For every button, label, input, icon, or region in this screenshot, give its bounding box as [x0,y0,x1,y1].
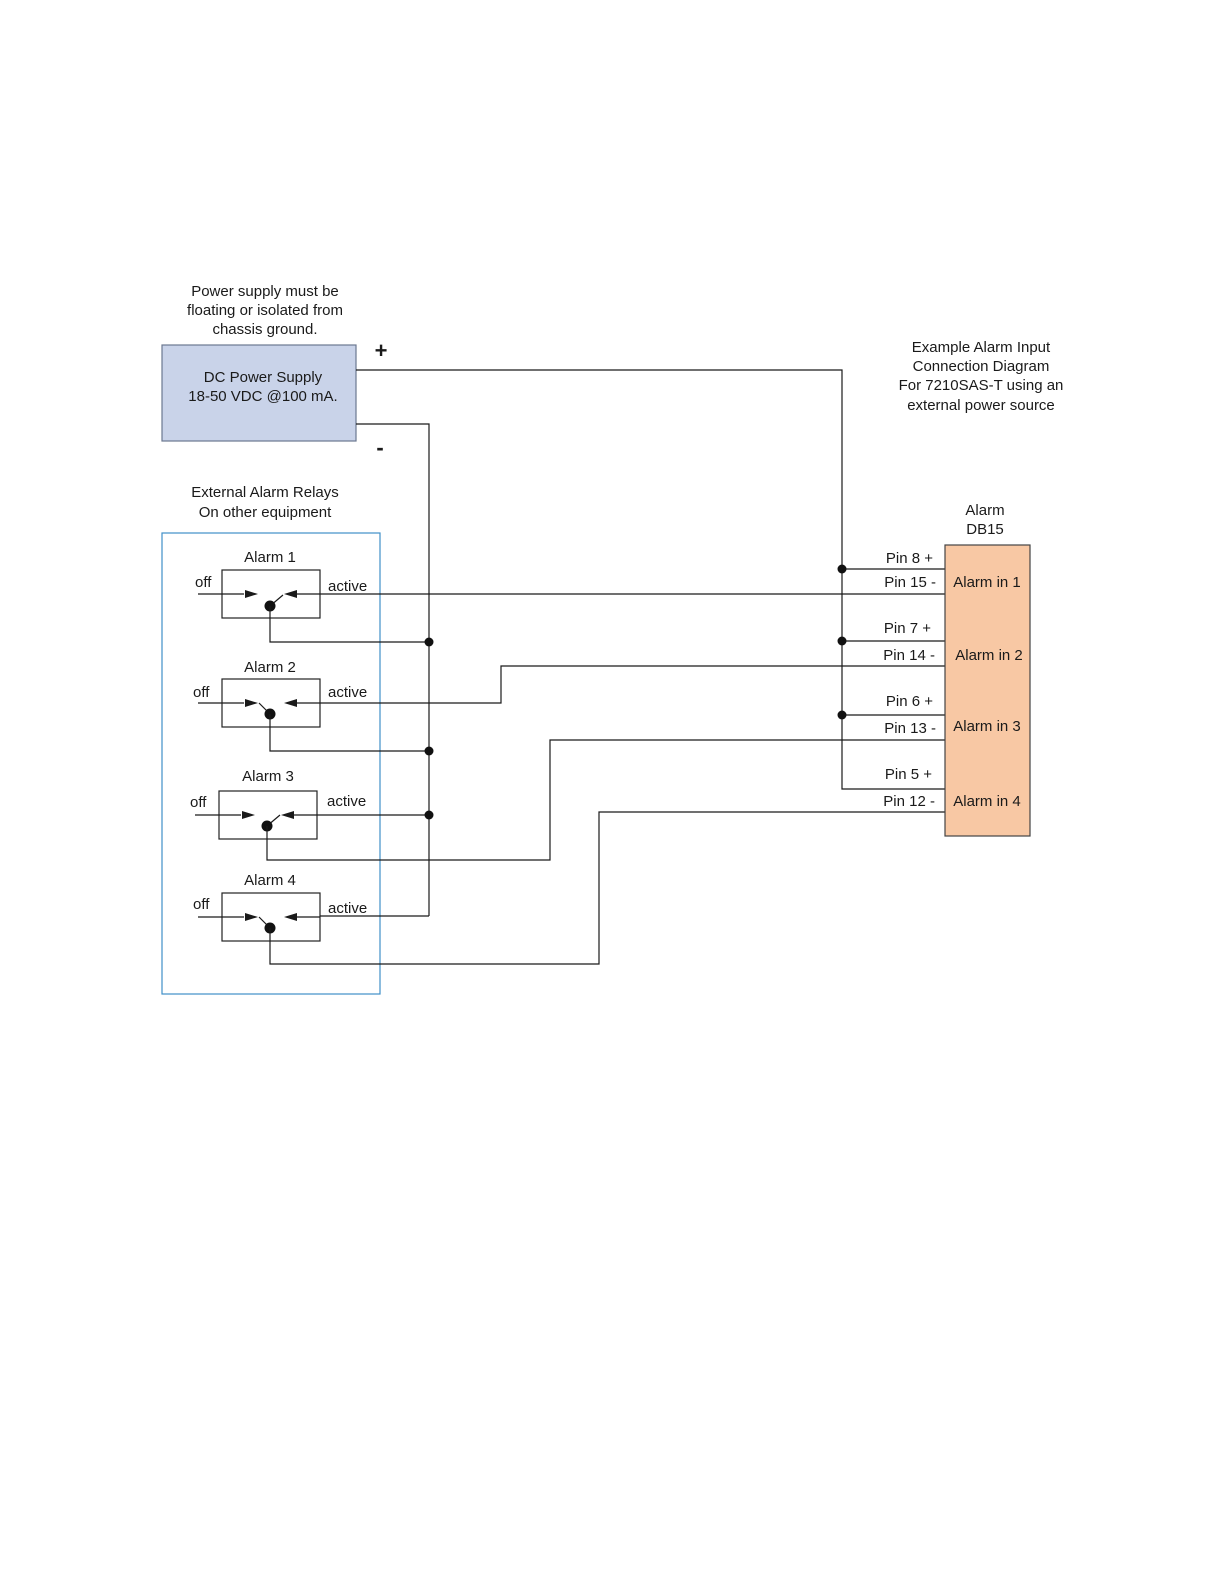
relay-alarm-4: Alarm 4 off active [193,872,367,942]
pin-plus-label: Pin 6 + [886,693,933,710]
db15-input-2: Pin 7 + Pin 14 - Alarm in 2 [883,620,1022,664]
pin-minus-label: Pin 14 - [883,647,935,664]
power-note-line-3: chassis ground. [212,321,317,338]
relay-active-label: active [328,900,367,917]
db15-input-1: Pin 8 + Pin 15 - Alarm in 1 [884,550,1020,591]
wiring [266,369,945,965]
connector-title-line-1: Alarm [965,502,1004,519]
off-contact-arrow-icon [245,699,258,707]
example-note-line-4: external power source [907,397,1055,414]
relay-off-label: off [195,574,212,591]
active-contact-arrow-icon [284,590,297,598]
example-note: Example Alarm Input Connection Diagram F… [899,339,1064,414]
power-note-line-1: Power supply must be [191,283,339,300]
active-contact-arrow-icon [281,811,294,819]
negative-supply-wire [356,423,430,916]
relay-name: Alarm 3 [242,768,294,785]
relay-off-label: off [193,896,210,913]
db15-input-4: Pin 5 + Pin 12 - Alarm in 4 [883,766,1020,810]
power-supply-note: Power supply must be floating or isolate… [187,283,343,338]
pin-minus-label: Pin 13 - [884,720,936,737]
junction-dot-icon [837,636,847,646]
db15-connector-box [944,544,1031,837]
relay-name: Alarm 2 [244,659,296,676]
example-note-line-1: Example Alarm Input [912,339,1051,356]
relays-title-line-1: External Alarm Relays [191,484,339,501]
external-alarm-relays-frame [161,532,381,995]
off-contact-arrow-icon [242,811,255,819]
alarm-3-signal-wire [266,739,945,861]
relay-off-label: off [190,794,207,811]
junction-dot-icon [837,564,847,574]
relay-alarm-1: Alarm 1 off active [195,549,367,619]
minus-terminal-label: - [376,435,383,460]
relays-title-line-2: On other equipment [199,504,332,521]
junction-dot-icon [424,746,434,756]
alarm-4-signal-wire [269,811,945,965]
relay-name: Alarm 1 [244,549,296,566]
off-contact-arrow-icon [245,913,258,921]
pin-minus-label: Pin 15 - [884,574,936,591]
active-contact-arrow-icon [284,699,297,707]
plus-terminal-label: + [375,338,388,363]
relay-active-label: active [327,793,366,810]
alarm-input-label: Alarm in 2 [955,647,1023,664]
pin-plus-label: Pin 8 + [886,550,933,567]
pin-minus-label: Pin 12 - [883,793,935,810]
connector-title-line-2: DB15 [966,521,1004,538]
junction-dot-icon [837,710,847,720]
pin-plus-label: Pin 5 + [885,766,932,783]
db15-input-3: Pin 6 + Pin 13 - Alarm in 3 [884,693,1020,737]
pin-plus-label: Pin 7 + [884,620,931,637]
alarm-2-signal-wire [320,665,945,704]
dc-power-supply-box [161,344,357,442]
relay-alarm-3: Alarm 3 off active [190,768,366,840]
relay-name: Alarm 4 [244,872,296,889]
off-contact-arrow-icon [245,590,258,598]
relay-active-label: active [328,578,367,595]
relay-off-label: off [193,684,210,701]
example-note-line-2: Connection Diagram [913,358,1050,375]
junction-dot-icon [424,810,434,820]
power-note-line-2: floating or isolated from [187,302,343,319]
positive-supply-wire [356,369,945,790]
power-supply-rating: 18-50 VDC @100 mA. [188,388,337,405]
relay-alarm-2: Alarm 2 off active [193,659,367,728]
alarm-input-label: Alarm in 1 [953,574,1021,591]
example-note-line-3: For 7210SAS-T using an [899,377,1064,394]
junction-dot-icon [424,637,434,647]
active-contact-arrow-icon [284,913,297,921]
alarm-input-label: Alarm in 4 [953,793,1021,810]
alarm-input-label: Alarm in 3 [953,718,1021,735]
relay-active-label: active [328,684,367,701]
power-supply-title: DC Power Supply [204,369,323,386]
